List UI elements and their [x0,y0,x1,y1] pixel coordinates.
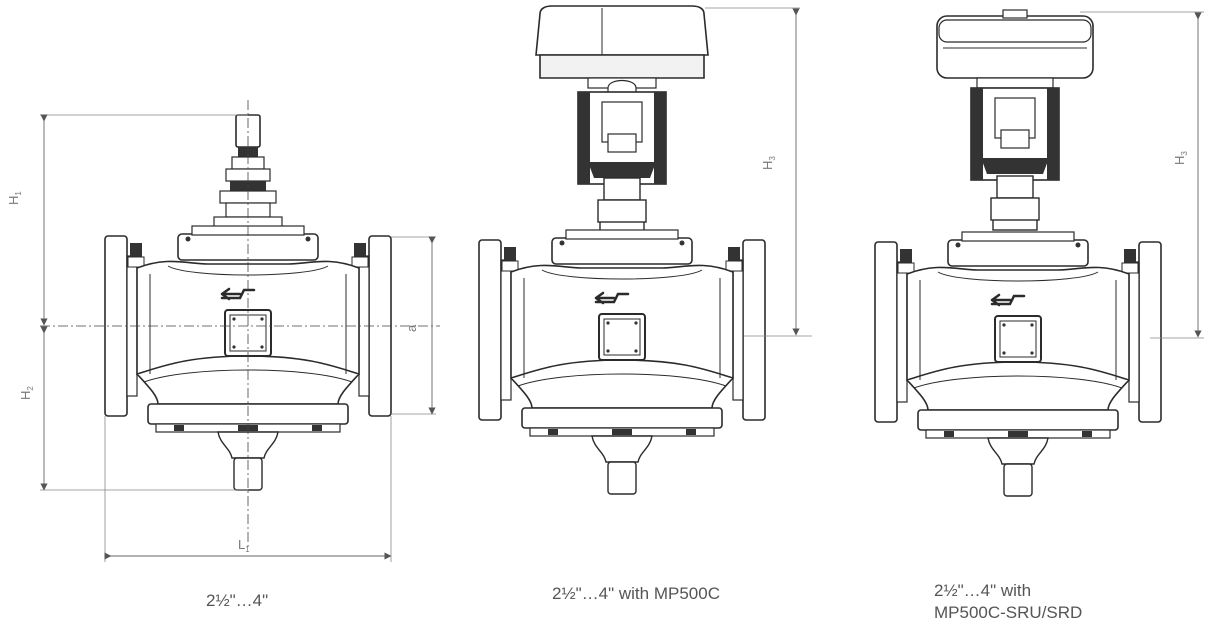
h3-label-sru: H3 [1172,151,1189,165]
caption-mp500c-sru-line2: MP500C-SRU/SRD [934,603,1083,622]
l1-label: L1 [238,537,250,554]
h2-label: H2 [18,386,35,400]
caption-mp500c: 2½"…4" with MP500C [552,584,720,603]
h3-label-mp500c: H3 [760,156,777,170]
caption-mp500c-sru-line1: 2½"…4" with [934,581,1032,600]
h1-label: H1 [6,191,23,205]
valve-view-mp500c: H3 [477,5,812,496]
a-label: a [404,324,419,332]
valve-view-basic: H1 H2 a L1 [6,100,440,562]
valve-view-mp500c-sru: H3 [873,9,1204,498]
caption-basic: 2½"…4" [206,591,269,610]
